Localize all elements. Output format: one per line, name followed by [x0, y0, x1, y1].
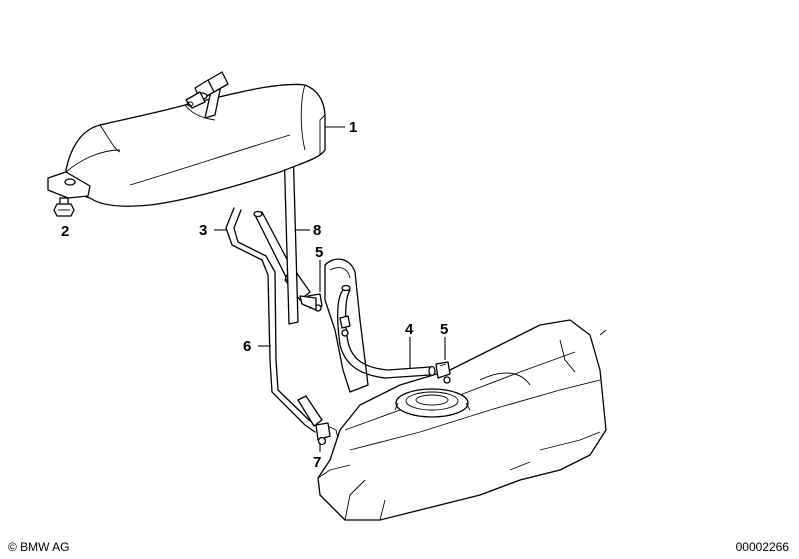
clamp-7	[315, 422, 339, 446]
callout-2: 2	[61, 223, 69, 240]
callout-5-upper: 5	[315, 244, 323, 261]
clamp-5-tank	[435, 361, 451, 384]
callout-6: 6	[243, 338, 251, 355]
fuel-tank	[317, 319, 607, 521]
pipe-3-6	[225, 207, 319, 433]
reservoir-tank	[47, 71, 326, 207]
leader-lines	[214, 126, 446, 452]
callout-5-tank: 5	[440, 321, 448, 338]
bolt-2	[53, 197, 75, 217]
hose-4	[337, 284, 436, 379]
callout-7: 7	[313, 454, 321, 471]
callout-1: 1	[349, 119, 357, 136]
callout-8: 8	[313, 222, 321, 239]
document-number: 00002266	[735, 540, 789, 554]
copyright-label: © BMW AG	[8, 540, 70, 554]
callout-4: 4	[405, 321, 414, 338]
callout-3: 3	[199, 222, 207, 239]
hose-6-sleeve-lower	[297, 395, 323, 427]
clamp-hose4-start	[339, 315, 351, 337]
